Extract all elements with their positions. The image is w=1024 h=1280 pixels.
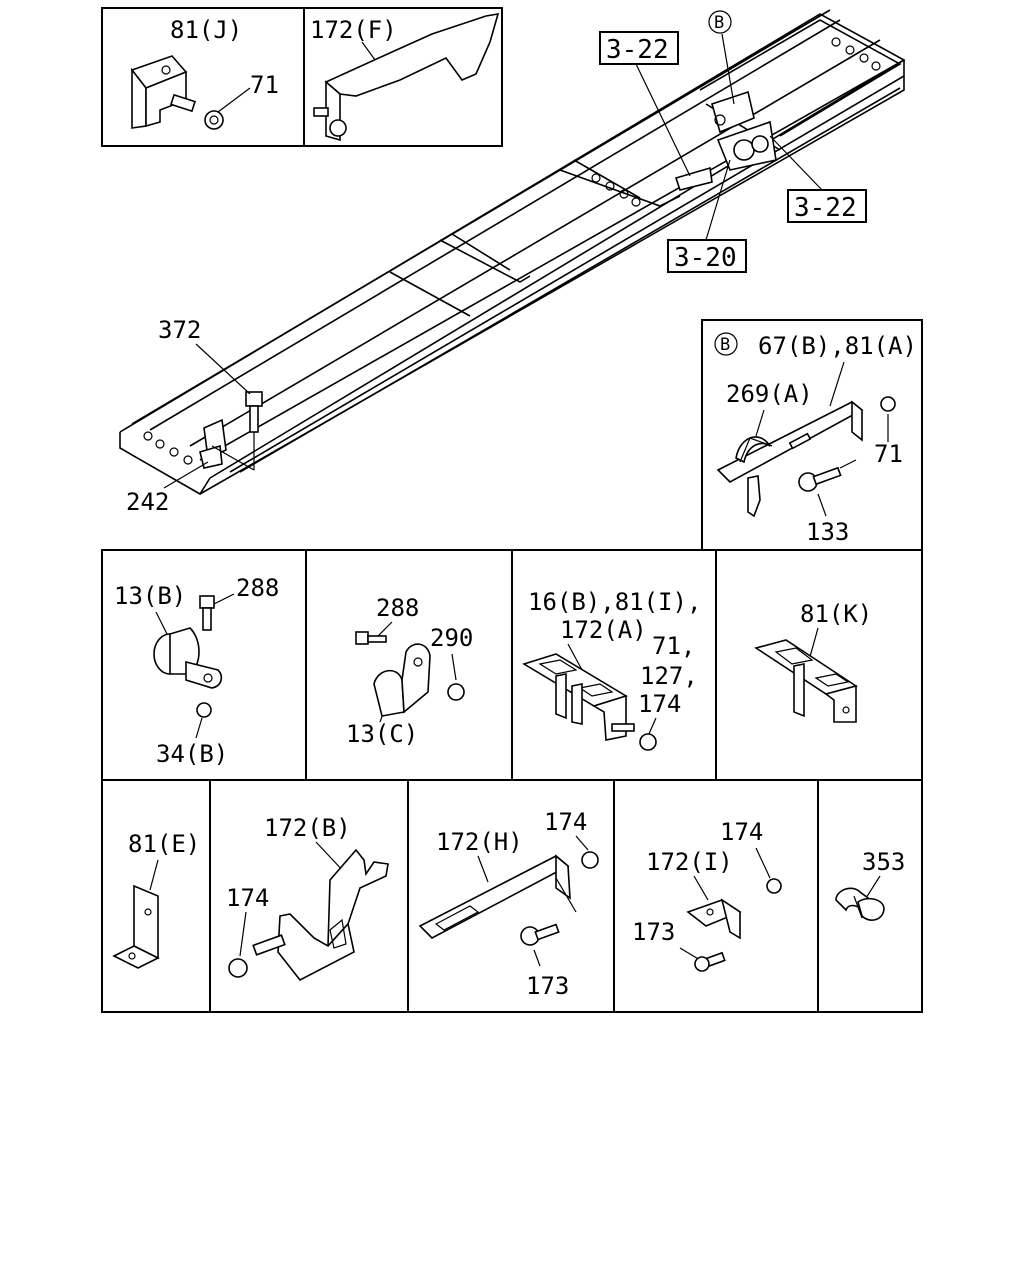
label-71-b: 71 [874,440,903,468]
label-16b-line1: 16(B),81(I), [528,588,701,616]
ref-box-3-22-top[interactable]: 3-22 [599,31,679,65]
label-174-c: 174 [544,808,587,836]
label-81k: 81(K) [800,600,872,628]
label-133: 133 [806,518,849,546]
label-67b-81a: 67(B),81(A) [758,332,917,360]
label-172f: 172(F) [310,16,397,44]
label-288-b: 288 [376,594,419,622]
inset-172f: 172(F) [303,7,503,147]
detail-panel-b: B 67(B),81(A) 269(A) 71 133 [701,319,923,551]
callout-b-label: B [720,335,730,355]
label-172h: 172(H) [436,828,523,856]
label-71-c: 71, [652,632,695,660]
cell-16b: 16(B),81(I), 172(A) 71, 127, 174 [522,588,701,751]
cell-81e: 81(E) [112,830,200,969]
label-290: 290 [430,624,473,652]
label-172b: 172(B) [264,814,351,842]
ref-label-3-22-top: 3-22 [606,35,669,65]
svg-text:B: B [714,13,724,33]
cell-172h: 172(H) 174 173 [418,808,599,1000]
label-13b: 13(B) [114,582,186,610]
label-174-a: 174 [638,690,681,718]
grid-row-2 [101,779,923,1013]
cell-13b: 13(B) 288 34(B) [114,574,279,768]
label-174-d: 174 [720,818,763,846]
inset-81j: 81(J) 71 [101,7,305,147]
ref-label-3-22-right: 3-22 [794,193,857,223]
chassis-frame [119,9,906,496]
label-16b-line2: 172(A) [560,616,647,644]
label-127: 127, [640,662,698,690]
cell-13c: 288 290 13(C) [346,594,473,748]
label-353: 353 [862,848,905,876]
cell-81k: 81(K) [754,600,872,723]
ref-box-3-22-right[interactable]: 3-22 [787,189,867,223]
ref-box-3-20[interactable]: 3-20 [667,239,747,273]
ref-label-3-20: 3-20 [674,243,737,273]
label-13c: 13(C) [346,720,418,748]
callout-b-marker: B [708,10,735,105]
label-34b: 34(B) [156,740,228,768]
label-269a: 269(A) [726,380,813,408]
label-372: 372 [158,316,201,344]
cell-172i: 172(I) 174 173 [632,818,782,972]
label-174-b: 174 [226,884,269,912]
label-81e: 81(E) [128,830,200,858]
cell-353: 353 [835,848,905,921]
label-173-b: 173 [632,918,675,946]
cell-172b: 172(B) 174 [226,814,389,982]
label-288-a: 288 [236,574,279,602]
label-81j: 81(J) [170,16,242,44]
label-173-a: 173 [526,972,569,1000]
label-71-top: 71 [250,71,279,99]
label-172i: 172(I) [646,848,733,876]
label-242: 242 [126,488,169,516]
